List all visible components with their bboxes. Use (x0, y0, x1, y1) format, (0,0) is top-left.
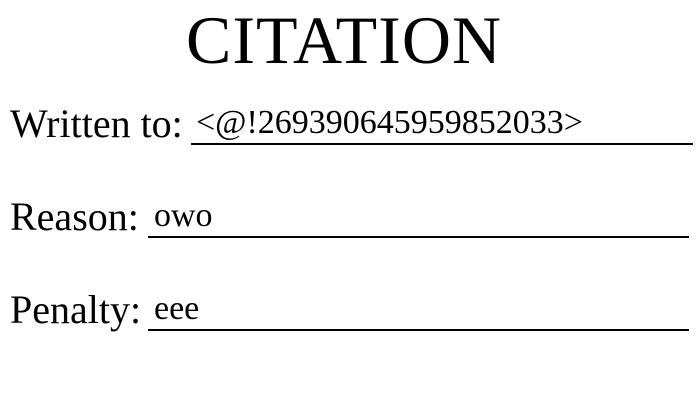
penalty-label: Penalty: (10, 287, 142, 332)
written-to-value: <@!269390645959852033> (196, 104, 583, 141)
reason-label: Reason: (10, 194, 139, 239)
written-to-underline (191, 143, 693, 145)
reason-underline (148, 236, 689, 238)
written-to-label: Written to: (10, 101, 183, 146)
penalty-underline (148, 329, 689, 331)
penalty-value: eee (154, 290, 200, 327)
reason-value: owo (154, 197, 213, 234)
citation-title: CITATION (185, 2, 503, 78)
